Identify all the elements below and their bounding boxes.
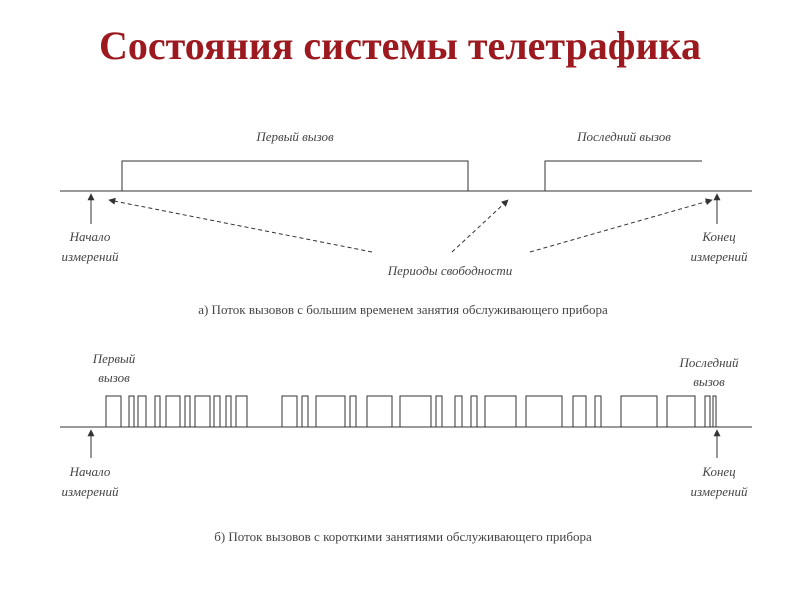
short-calls-pulses	[105, 395, 717, 427]
slide-title: Состояния системы телетрафика	[99, 23, 701, 68]
label-start-b-1: Начало	[69, 464, 111, 479]
label-end-b-1: Конец	[701, 464, 736, 479]
diagram-a: Первый вызов Последний вызов Начало изме…	[60, 129, 752, 317]
long-call-first	[121, 160, 469, 191]
caption-a: а) Поток вызовов с большим временем заня…	[198, 302, 608, 317]
label-idle-periods: Периоды свободности	[387, 263, 513, 278]
label-end-a-1: Конец	[701, 229, 736, 244]
label-start-a-1: Начало	[69, 229, 111, 244]
caption-b: б) Поток вызовов с короткими занятиями о…	[214, 529, 592, 544]
label-end-b-2: измерений	[690, 484, 748, 499]
label-first-call-a: Первый вызов	[255, 129, 334, 144]
label-start-b-2: измерений	[61, 484, 119, 499]
label-first-call-b-1: Первый	[92, 351, 136, 366]
label-end-a-2: измерений	[690, 249, 748, 264]
diagram-b: Первый вызов Последний вызов Начало изме…	[60, 351, 752, 544]
label-start-a-2: измерений	[61, 249, 119, 264]
idle-arrow-left	[108, 197, 373, 253]
label-last-call-a: Последний вызов	[576, 129, 671, 144]
label-last-call-b-2: вызов	[693, 374, 725, 389]
idle-arrow-middle	[451, 199, 509, 253]
label-first-call-b-2: вызов	[98, 370, 130, 385]
long-call-last	[544, 160, 702, 191]
idle-arrow-right	[529, 198, 713, 253]
label-last-call-b-1: Последний	[678, 355, 739, 370]
